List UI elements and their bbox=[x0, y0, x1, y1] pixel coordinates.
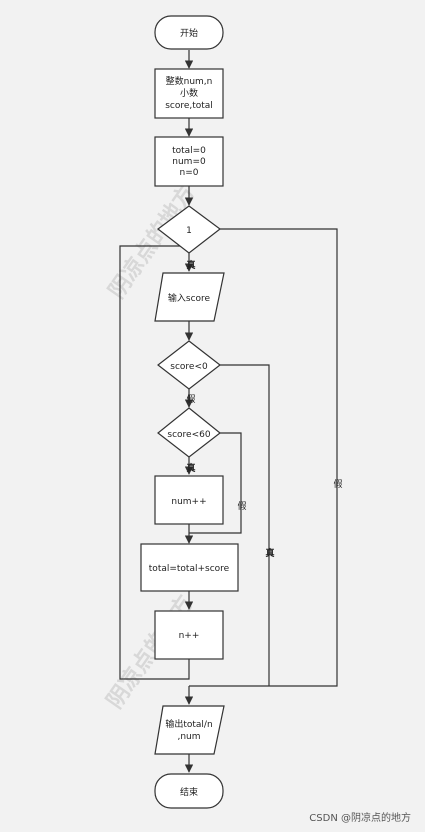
input-parallelogram bbox=[154, 272, 225, 322]
neg-true-label: 真 bbox=[265, 547, 274, 559]
loop-condition-label: 1 bbox=[186, 226, 192, 236]
neg-condition-label: score<0 bbox=[170, 362, 208, 372]
input-label: 输入score bbox=[168, 292, 211, 304]
declare-label-line1: 整数num,n bbox=[166, 75, 213, 87]
total-add-box bbox=[140, 543, 239, 592]
start-label: 开始 bbox=[180, 27, 198, 39]
loop-condition-diamond bbox=[157, 205, 221, 254]
fail-condition-diamond bbox=[157, 407, 221, 458]
declare-label-line3: score,total bbox=[165, 101, 213, 111]
end-label: 结束 bbox=[180, 786, 198, 798]
start-terminal bbox=[154, 15, 224, 50]
output-label-line2: ,num bbox=[177, 732, 200, 742]
credit-watermark: CSDN @阴凉点的地方 bbox=[309, 813, 411, 824]
num-inc-label: num++ bbox=[171, 497, 206, 507]
init-label-line1: total=0 bbox=[172, 146, 206, 156]
fail-condition-label: score<60 bbox=[167, 430, 210, 440]
output-label-line1: 输出total/n bbox=[165, 718, 212, 730]
edge-fail-false bbox=[189, 432, 242, 534]
num-inc-box bbox=[154, 475, 224, 525]
total-add-label: total=total+score bbox=[149, 564, 230, 574]
fail-false-label: 假 bbox=[237, 501, 246, 512]
init-label-line3: n=0 bbox=[180, 168, 199, 178]
edge-loop-false bbox=[189, 228, 338, 687]
loop-false-label: 假 bbox=[333, 479, 342, 490]
n-inc-box bbox=[154, 610, 224, 660]
n-inc-label: n++ bbox=[179, 631, 200, 641]
edge-ninc-loop-back bbox=[119, 245, 190, 680]
loop-true-label: 真 bbox=[186, 259, 195, 271]
declare-box bbox=[154, 68, 224, 119]
output-parallelogram bbox=[154, 705, 225, 755]
edge-neg-true bbox=[220, 364, 270, 686]
neg-false-label: 假 bbox=[186, 394, 195, 405]
init-label-line2: num=0 bbox=[172, 157, 206, 167]
neg-condition-diamond bbox=[157, 340, 221, 390]
declare-label-line2: 小数 bbox=[180, 87, 198, 99]
end-terminal bbox=[154, 773, 224, 809]
init-box bbox=[154, 136, 224, 187]
fail-true-label: 真 bbox=[186, 462, 195, 474]
